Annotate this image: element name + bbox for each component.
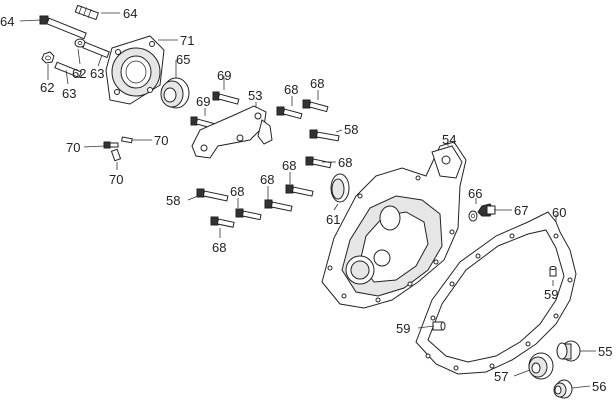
part-53-bracket [191,105,273,159]
callout-68: 68 [260,172,274,187]
callout-69: 69 [217,68,231,83]
callout-68: 68 [230,184,244,199]
callout-62: 62 [72,66,86,81]
part-70-screw-b [121,136,133,144]
part-65-bearing [160,77,190,109]
callout-69: 69 [196,94,210,109]
part-63-bolt-lower [54,61,82,79]
callout-58: 58 [344,122,358,137]
part-70-screw-c [110,148,122,162]
callout-56: 56 [592,379,606,394]
callout-68: 68 [338,155,352,170]
part-54-crankcase-cover [321,141,467,309]
callout-63: 63 [62,86,76,101]
callout-60: 60 [552,205,566,220]
callout-55: 55 [598,344,612,359]
callout-62: 62 [40,80,54,95]
callout-67: 67 [514,203,528,218]
callout-70: 70 [109,172,123,187]
part-64-stud-lower [39,15,87,40]
part-58-bolt-upper [309,129,340,142]
callout-70: 70 [154,133,168,148]
part-59-dowel-a [549,266,557,277]
part-57-bearing [528,352,554,380]
part-63-bolt-upper [82,41,110,59]
callout-64: 64 [123,6,137,21]
callout-61: 61 [326,212,340,227]
part-71-flange-cover [105,35,165,105]
part-59-dowel-b [432,321,446,331]
callout-53: 53 [248,88,262,103]
callout-58: 58 [166,193,180,208]
part-68-bolt-upper-b [302,99,329,113]
part-56-bushing [553,379,573,399]
part-62-nut-lower [41,51,55,64]
callout-57: 57 [494,369,508,384]
callout-68: 68 [212,240,226,255]
part-58-bolt-lower [196,188,229,202]
callout-68: 68 [282,158,296,173]
callout-59: 59 [544,287,558,302]
callout-68: 68 [284,82,298,97]
part-66-washer [468,210,478,222]
part-68-bolt-mid-c [264,199,293,212]
callout-59: 59 [396,321,410,336]
callout-71: 71 [180,33,194,48]
part-68-bolt-upper-a [276,106,303,120]
leader-lines [19,12,596,389]
callout-63: 63 [90,66,104,81]
callout-68: 68 [310,76,324,91]
part-61-seal [330,173,350,203]
part-55-bushing [556,340,581,362]
part-70-screw-a [103,141,119,149]
part-68-bolt-lower [210,216,235,228]
callout-66: 66 [468,186,482,201]
callout-labels: 64 64 71 62 63 62 63 65 69 69 53 68 68 5… [0,6,612,394]
callout-65: 65 [176,52,190,67]
callout-70: 70 [66,140,80,155]
part-68-bolt-mid-d [235,208,262,221]
part-64-stud-upper [74,4,100,21]
part-69-bolt-a [212,91,240,105]
callout-54: 54 [442,132,456,147]
callout-64: 64 [0,14,14,29]
part-60-gasket [415,211,577,375]
part-67-plug [477,203,496,217]
part-68-bolt-mid-b [285,184,314,197]
part-68-bolt-mid-a [305,156,332,169]
